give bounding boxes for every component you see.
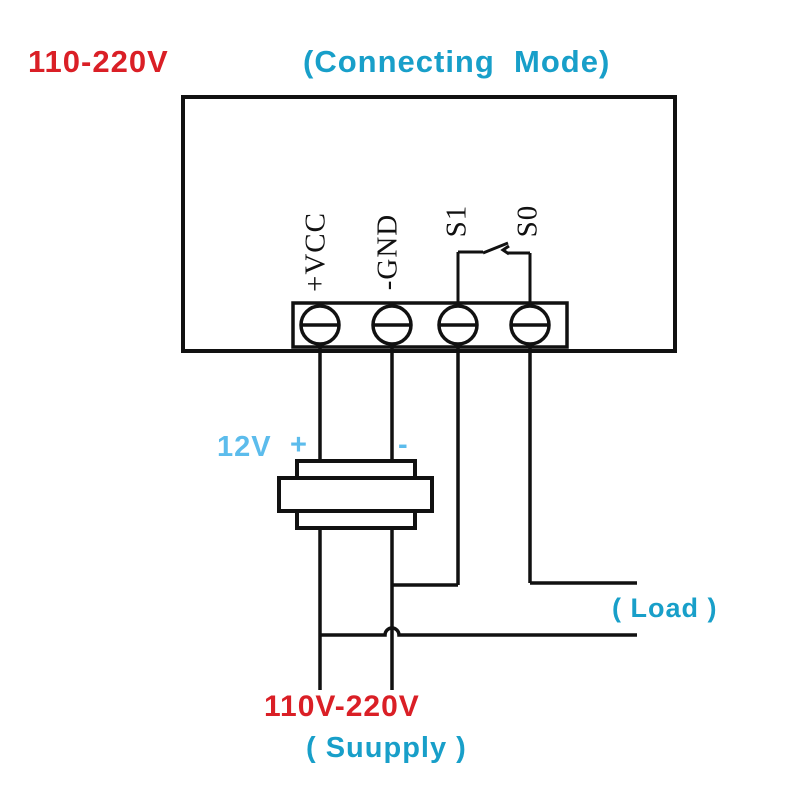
dc-plus-sign: + bbox=[290, 429, 308, 461]
module-outline bbox=[181, 95, 677, 353]
terminal-label-s0: S0 bbox=[511, 204, 544, 238]
load-branch-vcc-with-crossover-hop bbox=[320, 626, 637, 637]
supply-label: ( Suupply ) bbox=[306, 732, 467, 764]
terminal-strip bbox=[291, 301, 569, 349]
terminal-label-s1: S1 bbox=[440, 204, 473, 238]
load-label: ( Load ) bbox=[612, 593, 718, 623]
page-title: (Connecting Mode) bbox=[303, 44, 611, 79]
power-adapter-middle bbox=[277, 476, 434, 513]
switch-blade bbox=[482, 241, 509, 255]
terminal-label-vcc: +VCC bbox=[299, 212, 332, 292]
power-adapter-bottom bbox=[295, 509, 417, 530]
power-adapter-top bbox=[295, 459, 417, 480]
switch-symbol bbox=[456, 241, 532, 306]
input-voltage-label: 110-220V bbox=[28, 44, 169, 79]
supply-voltage-label: 110V-220V bbox=[264, 690, 420, 723]
terminal-label-gnd: -GND bbox=[371, 213, 404, 291]
power-adapter-symbol bbox=[277, 459, 434, 530]
dc-minus-sign: - bbox=[398, 429, 409, 461]
dc-input-label: 12V bbox=[217, 431, 272, 463]
